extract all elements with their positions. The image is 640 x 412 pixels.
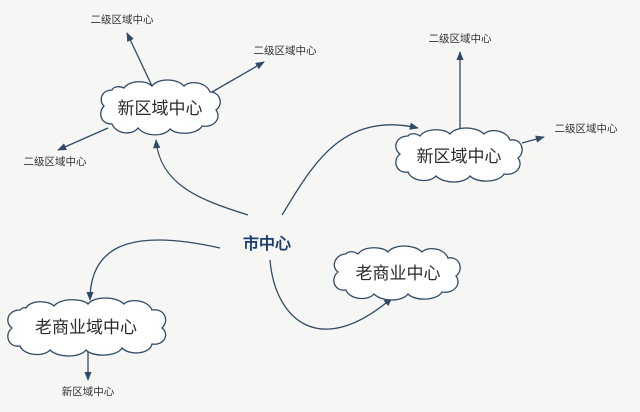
link-center-to-old-commercial-area [86, 239, 221, 301]
center-label: 市中心 [243, 234, 291, 253]
link-left-to-leaf-right [211, 61, 265, 93]
link-left-to-leaf-top [126, 32, 153, 87]
cloud-old-commercial-area [7, 297, 167, 357]
link-center-to-old-commercial [269, 259, 393, 330]
label-new-area-left: 新区域中心 [118, 99, 203, 119]
link-center-to-new-area-left [153, 139, 249, 216]
link-right-to-leaf-side [521, 135, 545, 144]
leaf-right-top: 二级区域中心 [429, 32, 492, 45]
label-old-commercial-area: 老商业域中心 [35, 318, 137, 338]
leaf-left-right: 二级区域中心 [254, 44, 317, 57]
link-center-to-new-area-right [281, 122, 419, 216]
leaf-left-bottom: 二级区域中心 [24, 155, 87, 168]
leaf-right-side: 二级区域中心 [555, 122, 618, 135]
cloud-old-commercial [333, 245, 461, 301]
leaf-left-top: 二级区域中心 [91, 13, 154, 26]
link-left-to-leaf-bottom [57, 127, 109, 151]
leaf-old-area-sub: 新区域中心 [62, 385, 115, 398]
cloud-new-area-left [100, 79, 221, 136]
cloud-new-area-right [395, 127, 523, 183]
label-old-commercial: 老商业中心 [356, 264, 441, 284]
label-new-area-right: 新区域中心 [417, 147, 502, 167]
